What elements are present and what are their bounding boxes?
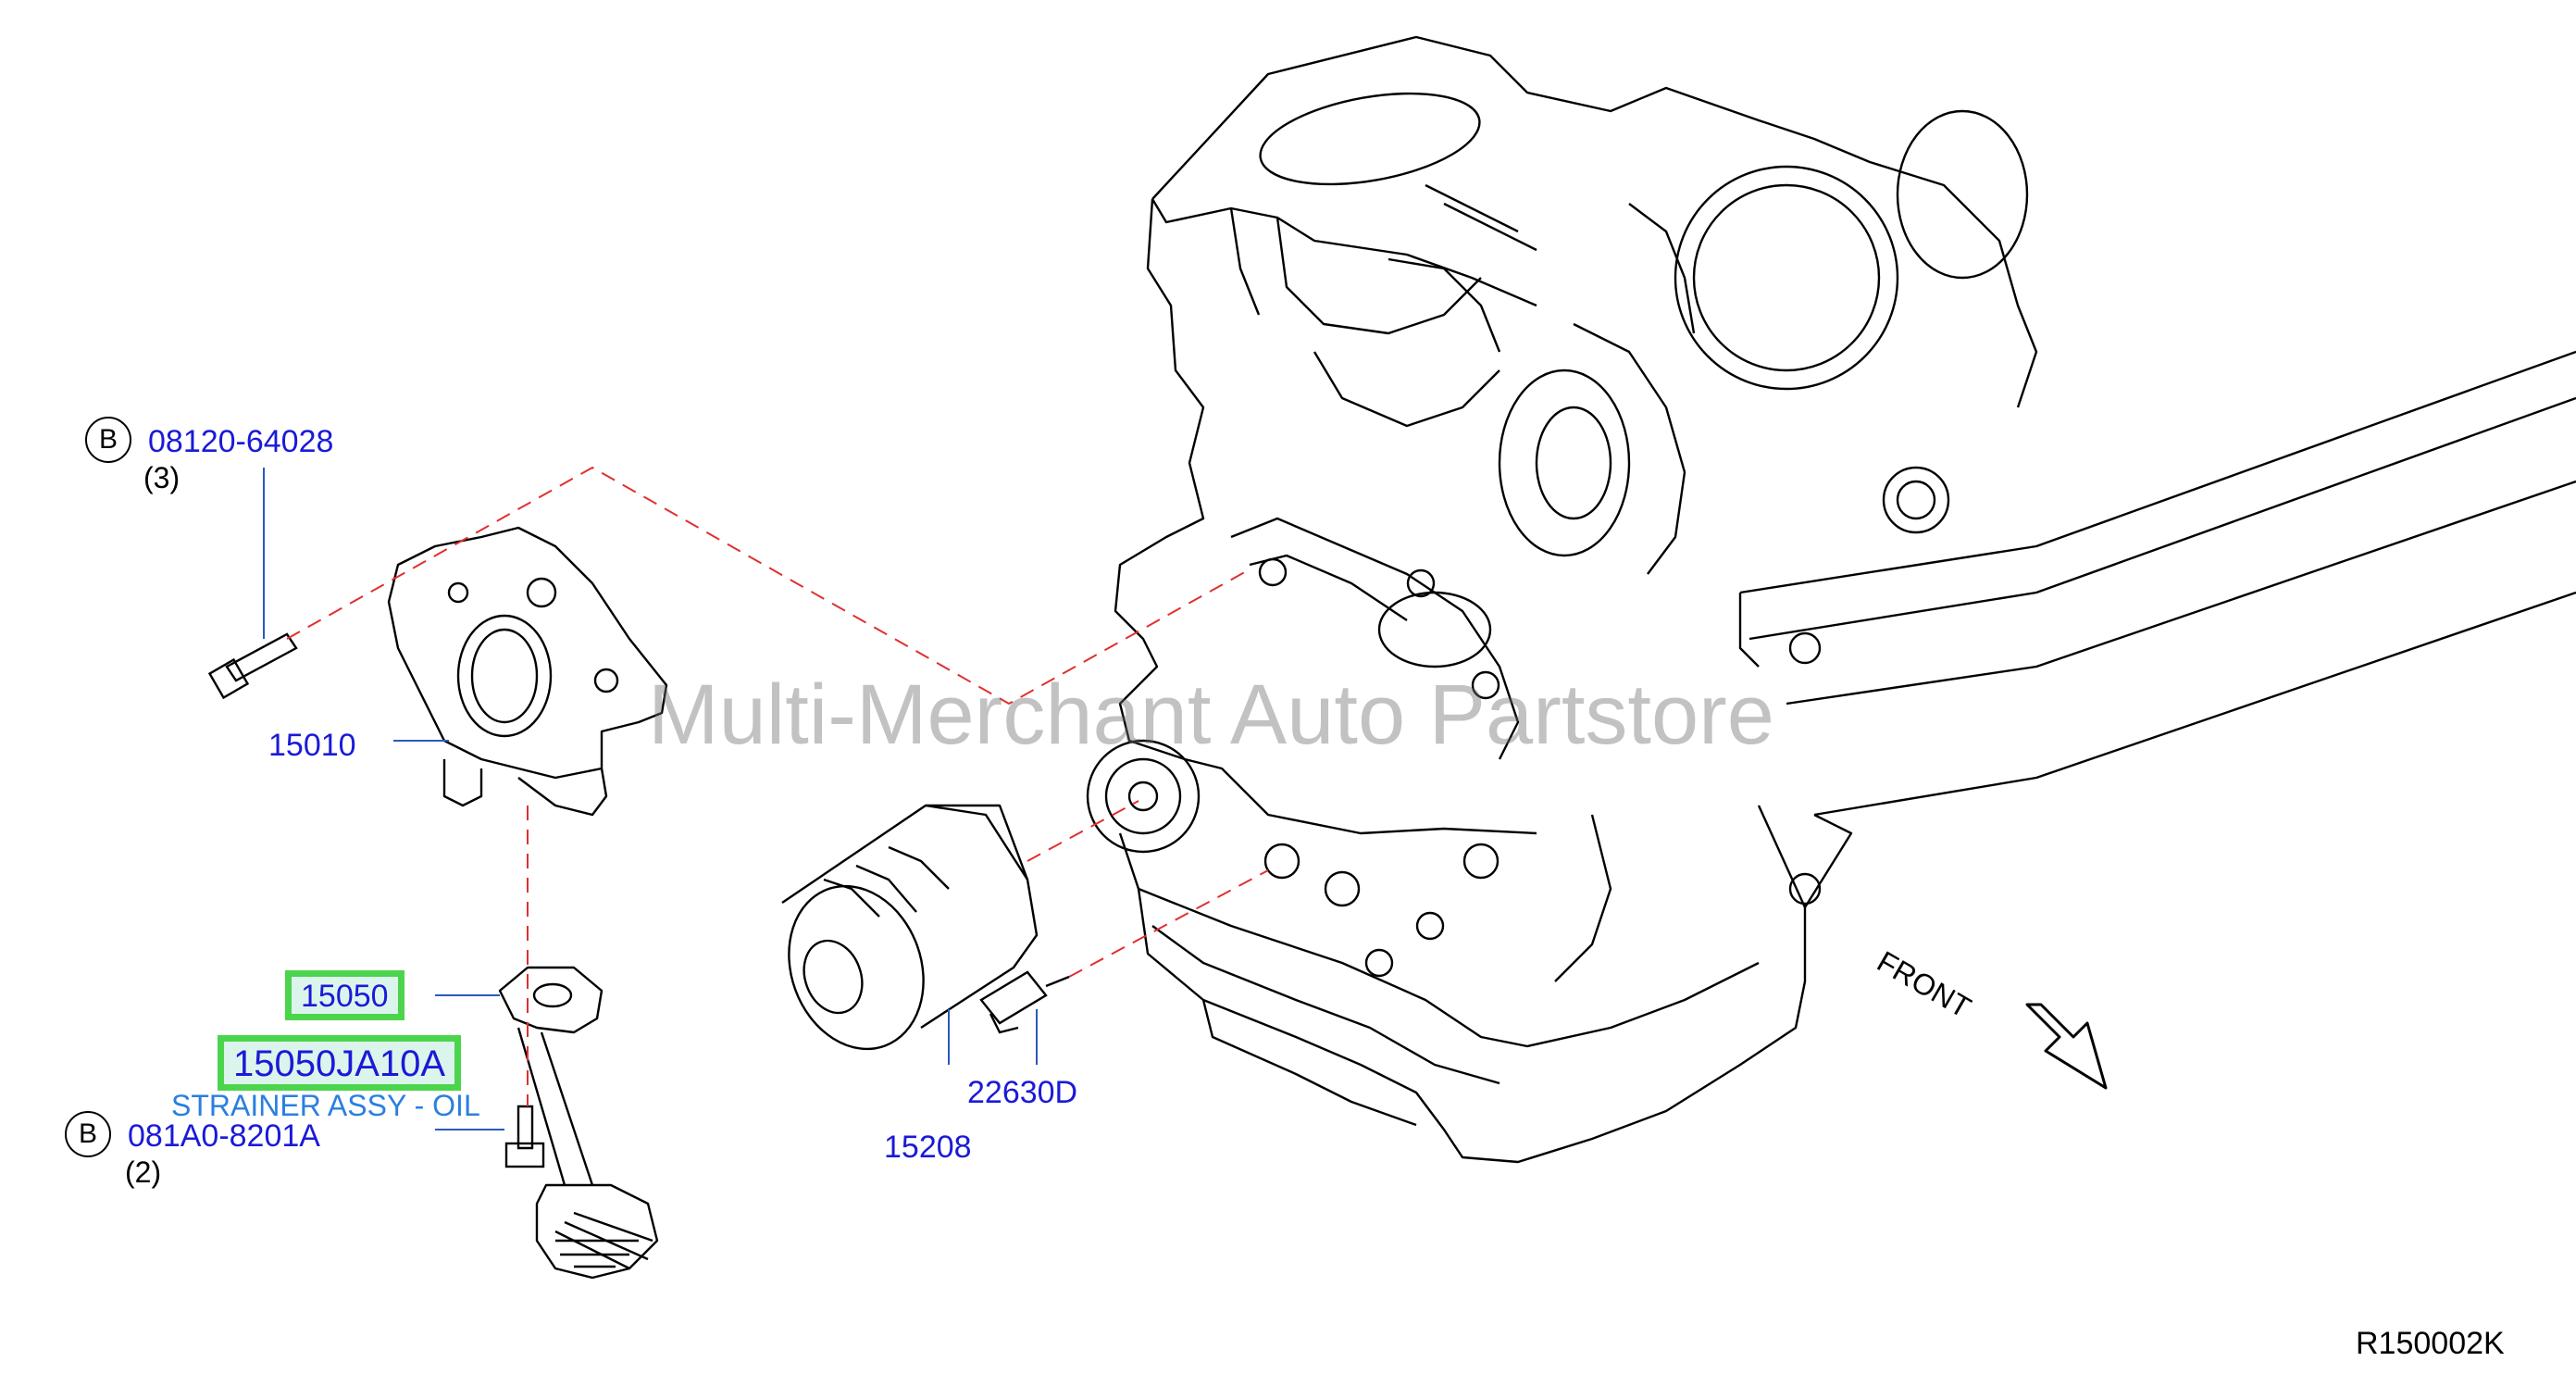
- part-number-strainer-15050[interactable]: 15050: [285, 970, 404, 1020]
- oil-pressure-switch: [979, 970, 1070, 1034]
- badge-b: B: [65, 1111, 111, 1157]
- phantom-lines: [286, 466, 1269, 1106]
- engine-block: [1086, 35, 2576, 1164]
- badge-b: B: [85, 417, 131, 463]
- part-number-bolt-081a0[interactable]: 081A0-8201A: [128, 1118, 320, 1154]
- pump-bolt: [207, 632, 298, 700]
- front-arrow-icon: [2025, 1003, 2108, 1090]
- oil-strainer: [498, 966, 659, 1280]
- quantity-bolt-081a0: (2): [125, 1155, 162, 1189]
- quantity-bolt-08120: (3): [143, 461, 180, 494]
- leader-lines: [263, 468, 1038, 1130]
- oil-filter: [781, 804, 1039, 1051]
- oil-pump: [387, 526, 668, 817]
- part-number-oil-pump[interactable]: 15010: [268, 728, 356, 763]
- reference-code: R150002K: [2356, 1326, 2505, 1361]
- part-number-strainer-15050ja10a[interactable]: 15050JA10A: [218, 1035, 462, 1091]
- strainer-bolt: [504, 1105, 545, 1168]
- part-number-bolt-08120[interactable]: 08120-64028: [148, 424, 334, 459]
- strainer-description[interactable]: STRAINER ASSY - OIL: [171, 1089, 480, 1122]
- part-number-oil-filter[interactable]: 15208: [884, 1130, 972, 1165]
- part-number-oil-pressure-switch[interactable]: 22630D: [967, 1075, 1078, 1110]
- watermark: Multi-Merchant Auto Partstore: [648, 668, 1774, 762]
